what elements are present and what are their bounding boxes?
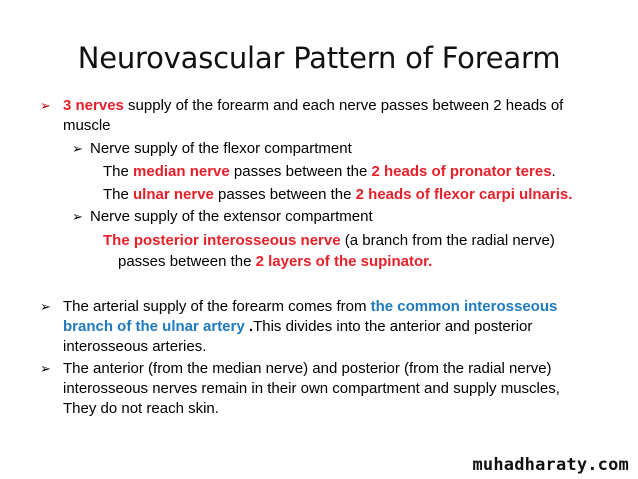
text: passes between the [229,163,372,180]
text: The [103,186,134,203]
pronator-teres-text: 2 heads of pronator teres [371,163,552,180]
arterial-line-1: The arterial supply of the forearm comes… [63,298,557,316]
ulnar-artery-text: branch of the ulnar artery [63,318,245,335]
text: passes between the [118,253,256,270]
posterior-interosseous-line: The posterior interosseous nerve (a bran… [103,232,555,250]
interosseous-line-3: They do not reach skin. [63,400,219,417]
text: This divides into the anterior and poste… [253,318,533,335]
common-interosseous-text: the common interosseous [370,298,558,315]
median-nerve-text: median nerve [133,163,230,180]
bullet-arrow-icon: ➢ [40,361,51,376]
bullet-arrow-icon: ➢ [40,98,51,113]
text: . [244,318,254,335]
arterial-line-3: interosseous arteries. [63,338,207,355]
flexor-heading: Nerve supply of the flexor compartment [90,140,352,157]
supinator-text: 2 layers of the supinator. [255,253,433,270]
slide-title: Neurovascular Pattern of Forearm [77,41,561,75]
supinator-line: passes between the 2 layers of the supin… [118,253,432,271]
three-nerves-text: 3 nerves [63,97,124,114]
extensor-heading: Nerve supply of the extensor compartment [90,208,373,225]
bullet-arrow-icon: ➢ [40,299,51,314]
text: . [551,163,556,180]
arterial-line-2: branch of the ulnar artery .This divides… [63,318,532,336]
ulnar-nerve-line: The ulnar nerve passes between the 2 hea… [103,186,572,204]
interosseous-line-2: interosseous nerves remain in their own … [63,380,560,397]
bullet-text: supply of the forearm and each nerve pas… [123,97,564,114]
bullet-3-nerves-cont: muscle [63,117,111,134]
ulnar-nerve-text: ulnar nerve [133,186,214,203]
text: passes between the [213,186,356,203]
median-nerve-line: The median nerve passes between the 2 he… [103,163,556,181]
watermark: muhadharaty.com [472,455,629,475]
text: The arterial supply of the forearm comes… [63,298,371,315]
interosseous-line-1: The anterior (from the median nerve) and… [63,360,552,377]
bullet-3-nerves: 3 nerves supply of the forearm and each … [63,97,563,115]
text: (a branch from the radial nerve) [340,232,555,249]
text: The [103,163,134,180]
sub-bullet-arrow-icon: ➢ [72,209,83,224]
sub-bullet-arrow-icon: ➢ [72,141,83,156]
posterior-interosseous-text: The posterior interosseous nerve [103,232,341,249]
flexor-carpi-ulnaris-text: 2 heads of flexor carpi ulnaris. [355,186,573,203]
